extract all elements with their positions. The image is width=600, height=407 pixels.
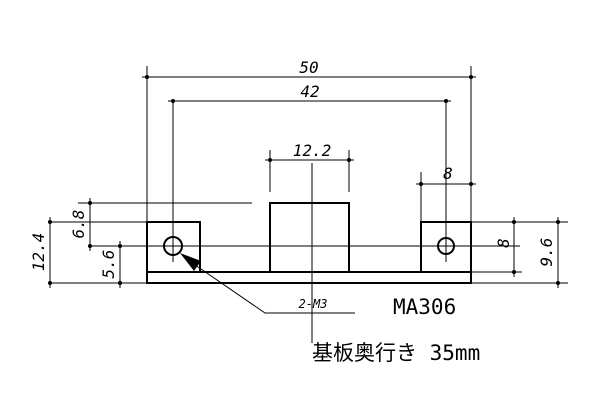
model-number: MA306 — [393, 295, 456, 319]
dim-hole-pitch-text: 42 — [300, 82, 319, 101]
callout-hole-label: 2-M3 — [299, 297, 328, 311]
reference-lines — [50, 101, 568, 343]
dim-overall-width: 50 — [142, 58, 476, 222]
dim-hole-pitch: 42 — [168, 82, 451, 103]
dim-right-block-height-text: 8 — [494, 238, 513, 248]
dim-left-total-height-text: 12.4 — [29, 233, 48, 272]
board-depth-note: 基板奥行き 35mm — [312, 341, 480, 365]
dim-right-block-width-text: 8 — [443, 164, 453, 183]
dim-left-lower-height-text: 5.6 — [99, 250, 118, 279]
dim-right-total-height: 9.6 — [537, 217, 560, 288]
dim-left-upper-height-text: 6.8 — [69, 210, 88, 239]
dim-right-block-height: 8 — [494, 217, 516, 277]
dim-right-block-width: 8 — [416, 164, 476, 222]
dim-left-lower-height: 5.6 — [99, 241, 147, 288]
dim-center-block-width: 12.2 — [265, 141, 354, 192]
center-block — [269, 202, 350, 273]
base-plate — [146, 271, 472, 284]
dim-right-total-height-text: 9.6 — [537, 238, 556, 267]
dim-center-block-width-text: 12.2 — [293, 141, 332, 160]
dim-left-upper-height: 6.8 — [69, 198, 92, 251]
dim-overall-width-text: 50 — [299, 58, 318, 77]
hole-callout: 2-M3 — [180, 253, 355, 314]
part-outline — [146, 202, 472, 284]
callout-arrowhead — [180, 253, 201, 271]
callout-leader-line — [184, 257, 355, 314]
dim-left-total-height: 12.4 — [29, 217, 52, 288]
